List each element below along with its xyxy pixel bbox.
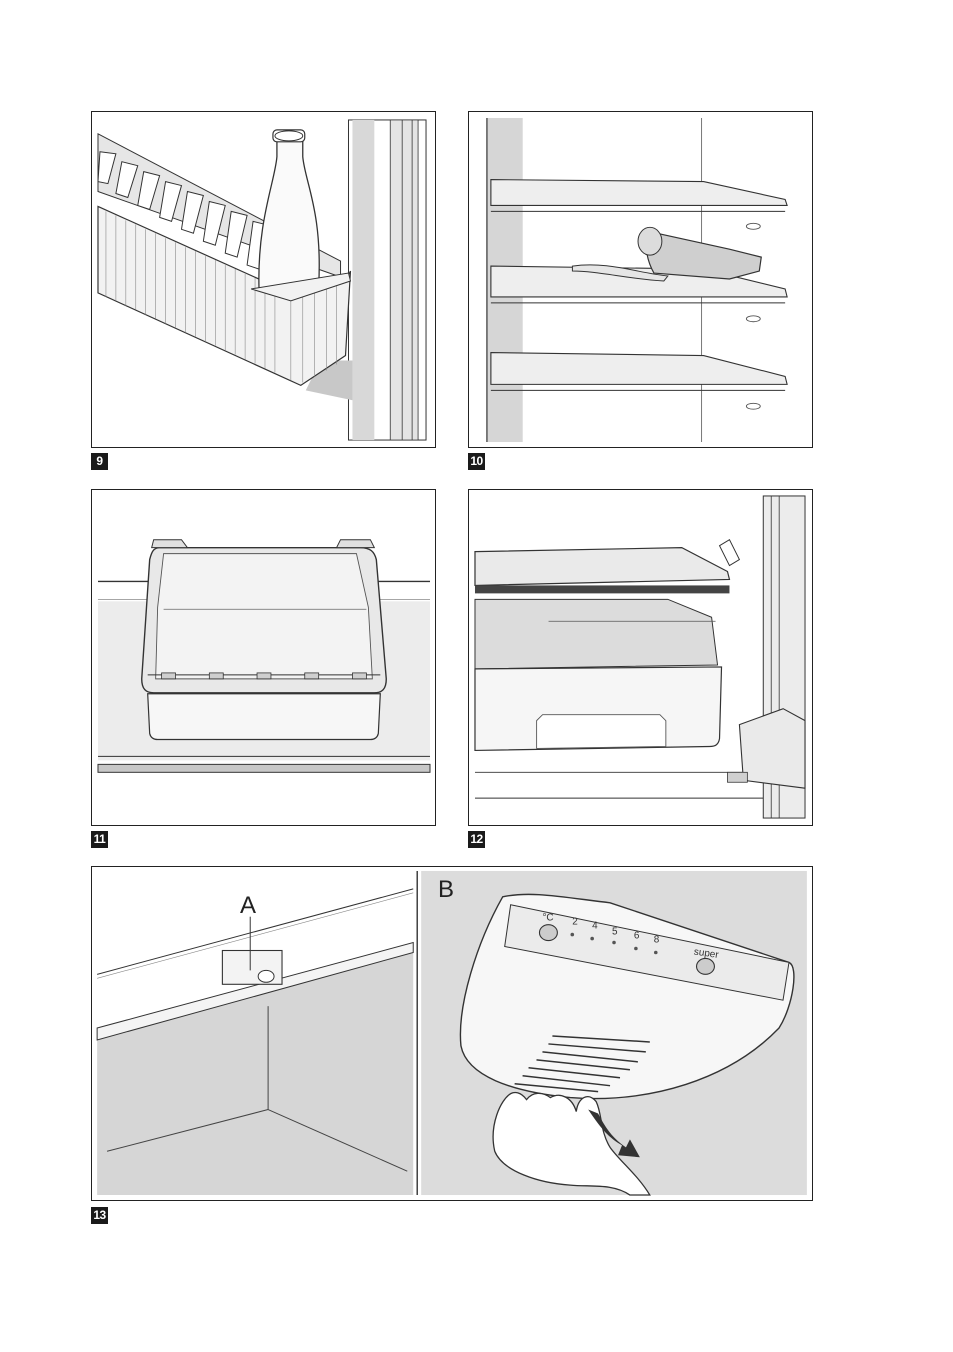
setting-label-2: 2: [572, 917, 578, 928]
callout-b: B: [438, 878, 454, 902]
figure-number-11: 11: [91, 831, 108, 848]
figure-10-shelves: [468, 111, 813, 448]
unit-celsius-label: °C: [542, 913, 553, 924]
figure-number-9: 9: [91, 453, 108, 470]
figure-12-shelf-drawer: [468, 489, 813, 826]
setting-label-4: 4: [592, 921, 598, 932]
control-panel-illustration: °C 2 4 5 6 8 super: [92, 867, 812, 1200]
setting-label-5: 5: [612, 927, 618, 938]
container-illustration: [92, 490, 435, 825]
figure-number-10: 10: [468, 453, 485, 470]
door-rack-illustration: [92, 112, 435, 447]
shelves-illustration: [469, 112, 812, 447]
setting-label-8: 8: [654, 935, 660, 946]
setting-label-6: 6: [634, 931, 640, 942]
figure-number-12: 12: [468, 831, 485, 848]
figure-number-13: 13: [91, 1207, 108, 1224]
figure-13-control-panel: °C 2 4 5 6 8 super: [91, 866, 813, 1201]
callout-a: A: [240, 894, 256, 918]
shelf-drawer-illustration: [469, 490, 812, 825]
figure-9-door-rack: [91, 111, 436, 448]
figure-11-container: [91, 489, 436, 826]
